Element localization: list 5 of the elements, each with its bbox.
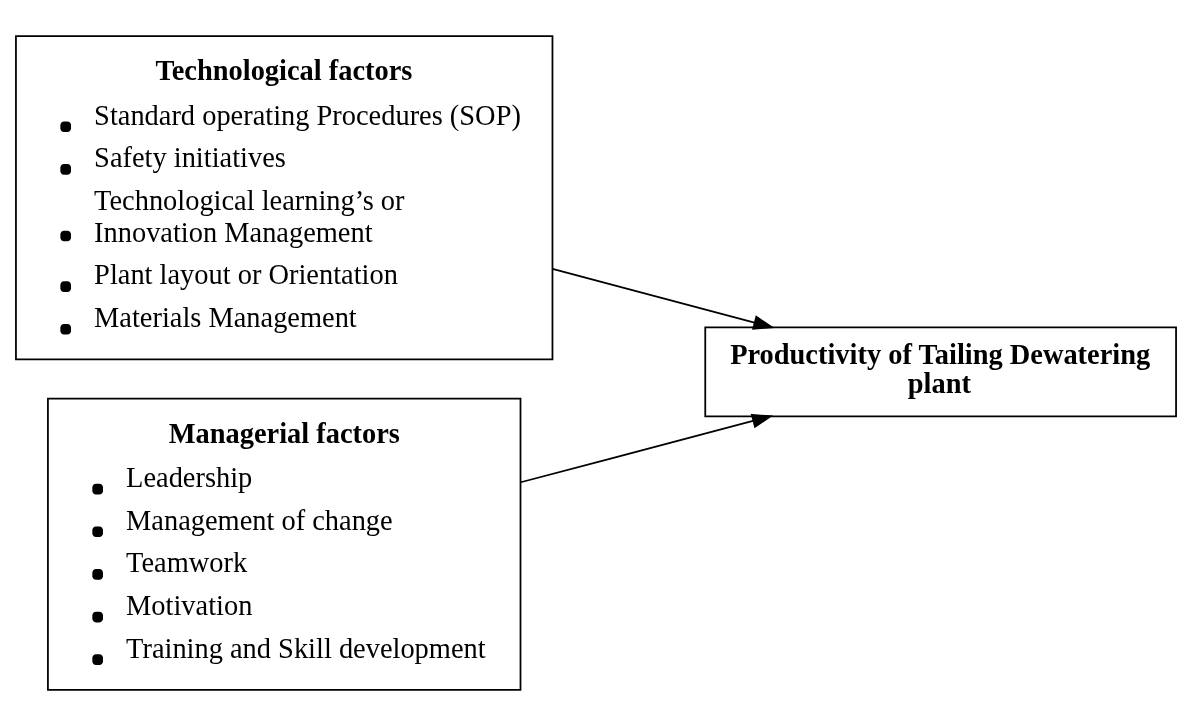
node-box: Productivity of Tailing Dewatering plant [704,326,1177,418]
node-box: Managerial factors Leadership Management of change Teamwork Motivation Training and Skill development [47,397,522,691]
arrow [519,413,774,484]
arrow [551,267,775,330]
node-box: Technological factors Standard operating Procedures (SOP) Safety initiatives Technological learning’s or Innovation Management Plant layout or Orientation Materials Management [15,35,554,361]
